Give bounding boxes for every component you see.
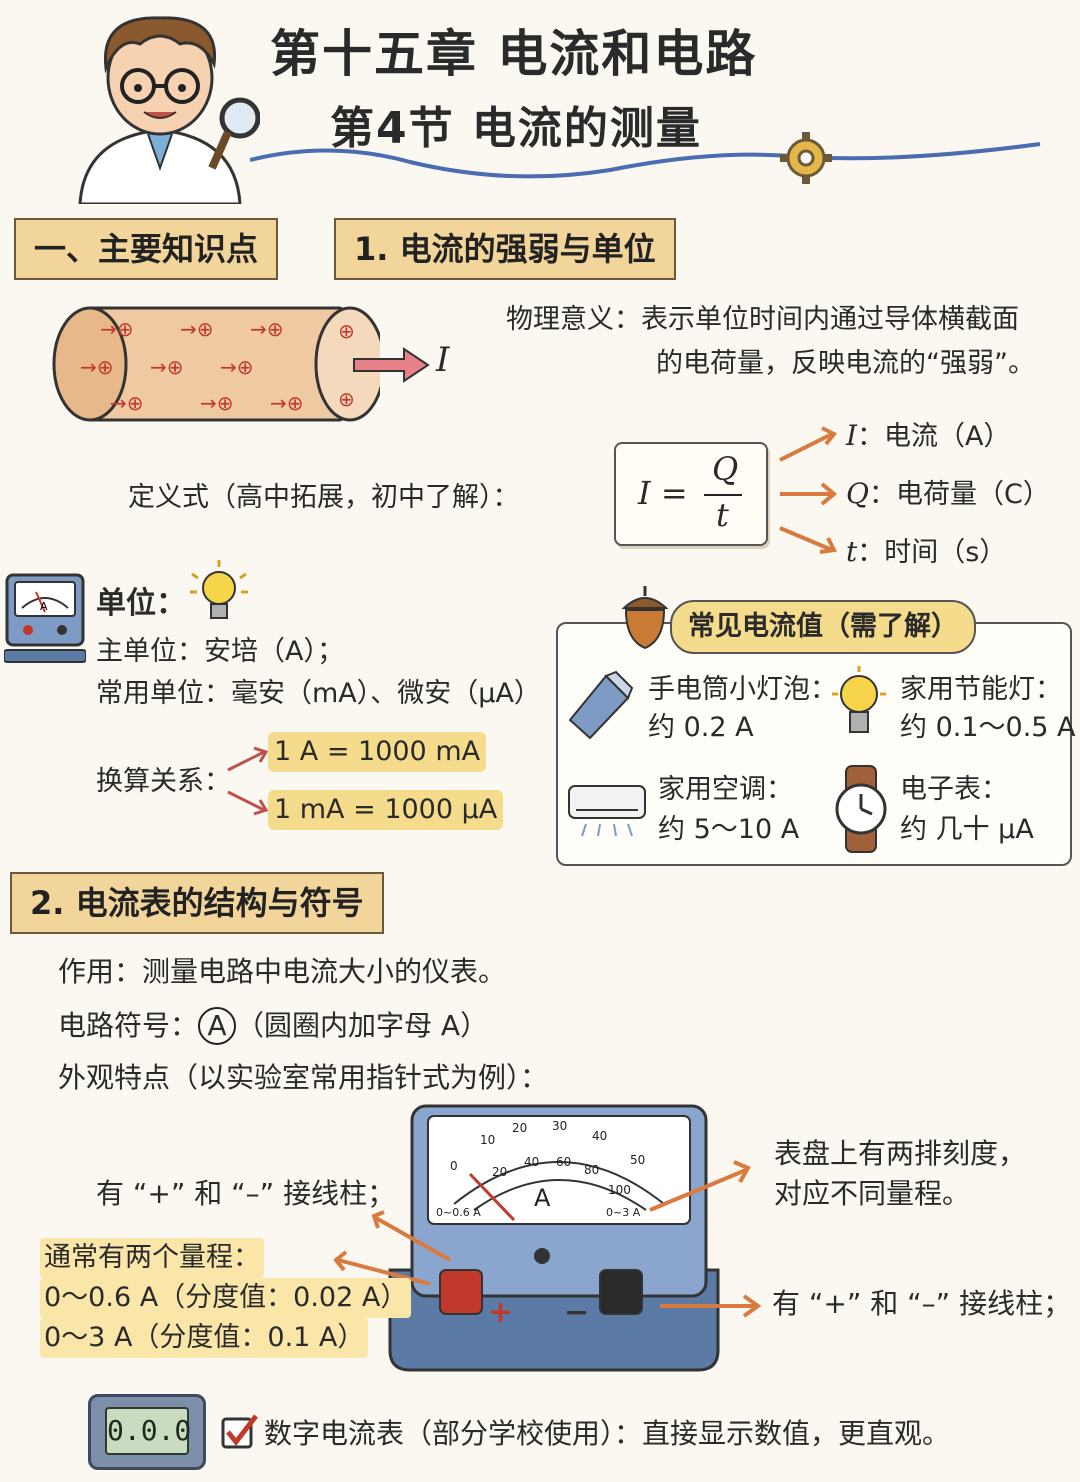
svg-text:→⊕: →⊕ [80, 355, 114, 379]
common-values-panel [556, 622, 1072, 866]
checkbox-checked-icon [221, 1414, 258, 1449]
acorn-icon [621, 586, 669, 650]
formula-numerator: Q [712, 450, 739, 488]
main-knowledge-banner: 一、主要知识点 [14, 218, 279, 280]
physical-meaning-line1: 物理意义：表示单位时间内通过导体横截面 [506, 304, 1019, 335]
energy-bulb-name: 家用节能灯： [900, 674, 1062, 705]
svg-text:→⊕: →⊕ [200, 391, 234, 415]
conductor-illustration: →⊕→⊕→⊕ →⊕→⊕→⊕ →⊕→⊕→⊕ ⊕⊕ [52, 306, 380, 422]
svg-text:→⊕: →⊕ [250, 317, 284, 341]
flashlight-value: 约 0.2 A [648, 712, 754, 743]
svg-text:→⊕: →⊕ [180, 317, 214, 341]
physical-meaning-line2: 的电荷量，反映电流的“强弱”。 [656, 348, 1035, 379]
formula-box: I = Q t [614, 442, 768, 546]
ammeter-function: 作用：测量电路中电流大小的仪表。 [58, 955, 507, 988]
legend-current: I：电流（A） [846, 419, 1011, 452]
ranges-block: 通常有两个量程： 0～0.6 A（分度值：0.02 A） 0～3 A（分度值：0… [40, 1238, 412, 1358]
chapter-title: 第十五章 电流和电路 [270, 25, 758, 83]
svg-text:−: − [564, 1295, 589, 1330]
digital-ammeter-note: 数字电流表（部分学校使用）：直接显示数值，更直观。 [264, 1417, 951, 1450]
conversion-arrows [227, 746, 269, 816]
svg-text:20: 20 [492, 1165, 507, 1179]
legend-charge: Q：电荷量（C） [846, 477, 1050, 510]
air-conditioner-icon [568, 785, 646, 837]
watch-value: 约 几十 μA [900, 814, 1034, 845]
air-conditioner-name: 家用空调： [658, 774, 793, 805]
svg-text:30: 30 [552, 1119, 567, 1133]
gear-icon [780, 132, 832, 184]
svg-text:0: 0 [450, 1159, 458, 1173]
unit-label: 单位： [96, 586, 186, 621]
right-terminal-note: 有 “+” 和 “–” 接线柱； [772, 1287, 1072, 1320]
flashlight-name: 手电筒小灯泡： [648, 674, 837, 705]
annotation-arrows [333, 1160, 762, 1318]
conversion-label: 换算关系： [96, 766, 231, 797]
scientist-illustration [78, 16, 260, 204]
digital-display: 0.0.0 [105, 1407, 191, 1455]
svg-text:A: A [534, 1184, 551, 1212]
svg-text:→⊕: →⊕ [150, 355, 184, 379]
decorative-wave-line [250, 142, 1041, 179]
svg-text:40: 40 [592, 1129, 607, 1143]
current-strength-banner: 1. 电流的强弱与单位 [334, 218, 676, 280]
svg-text:0~3 A: 0~3 A [606, 1206, 641, 1219]
svg-text:→⊕: →⊕ [270, 391, 304, 415]
ranges-title: 通常有两个量程： [40, 1238, 264, 1278]
range-0-3: 0～3 A（分度值：0.1 A） [40, 1318, 369, 1358]
dial-note-line1: 表盘上有两排刻度， [774, 1137, 1027, 1170]
definition-label: 定义式（高中拓展，初中了解）： [128, 482, 520, 513]
current-direction-arrow [353, 347, 430, 383]
conversion-ma-ua: 1 mA = 1000 μA [268, 790, 504, 830]
range-0-0.6: 0～0.6 A（分度值：0.02 A） [40, 1278, 412, 1318]
svg-text:10: 10 [480, 1133, 495, 1147]
energy-saving-bulb-icon [832, 666, 886, 733]
svg-text:20: 20 [512, 1121, 527, 1135]
analog-ammeter-illustration: 10 20 30 40 50 20 40 60 80 100 0 0~0.6 A… [388, 1104, 720, 1372]
energy-bulb-value: 约 0.1～0.5 A [900, 712, 1076, 743]
watch-name: 电子表： [900, 774, 1008, 805]
formula-denominator: t [716, 496, 729, 534]
main-unit: 主单位：安培（A）； [96, 636, 344, 667]
svg-text:50: 50 [630, 1153, 645, 1167]
common-units: 常用单位：毫安（mA）、微安（μA） [96, 678, 541, 709]
formula-lhs: I = [638, 474, 688, 512]
appearance-label: 外观特点（以实验室常用指针式为例）： [58, 1061, 549, 1094]
svg-text:→⊕: →⊕ [110, 391, 144, 415]
circuit-symbol-line: 电路符号：A（圆圈内加字母 A） [58, 1006, 488, 1046]
ammeter-small-icon: A [4, 573, 86, 663]
ammeter-circuit-symbol: A [198, 1007, 237, 1045]
svg-text:100: 100 [608, 1183, 631, 1197]
svg-text:A: A [40, 600, 48, 613]
conversion-a-ma: 1 A = 1000 mA [268, 732, 487, 772]
svg-text:0~0.6 A: 0~0.6 A [436, 1206, 481, 1219]
svg-text:⊕: ⊕ [338, 387, 355, 411]
svg-text:40: 40 [524, 1155, 539, 1169]
legend-arrows [779, 426, 838, 554]
svg-text:80: 80 [584, 1163, 599, 1177]
fraction-bar [704, 494, 742, 496]
current-symbol: I [436, 340, 450, 380]
legend-time: t：时间（s） [846, 535, 1007, 568]
bulb-icon [190, 560, 248, 619]
svg-text:→⊕: →⊕ [220, 355, 254, 379]
flashlight-icon [568, 670, 634, 740]
svg-text:⊕: ⊕ [338, 319, 355, 343]
svg-text:60: 60 [556, 1155, 571, 1169]
svg-text:+: + [488, 1295, 513, 1330]
air-conditioner-value: 约 5～10 A [658, 814, 800, 845]
common-values-title: 常见电流值（需了解） [670, 600, 976, 654]
watch-icon [835, 765, 887, 853]
left-terminal-note: 有 “+” 和 “–” 接线柱； [96, 1177, 396, 1210]
digital-ammeter-icon: 0.0.0 [88, 1394, 206, 1470]
svg-text:→⊕: →⊕ [100, 317, 134, 341]
section-title: 第4节 电流的测量 [330, 103, 702, 154]
ammeter-structure-banner: 2. 电流表的结构与符号 [10, 872, 384, 934]
dial-note-line2: 对应不同量程。 [774, 1177, 971, 1210]
